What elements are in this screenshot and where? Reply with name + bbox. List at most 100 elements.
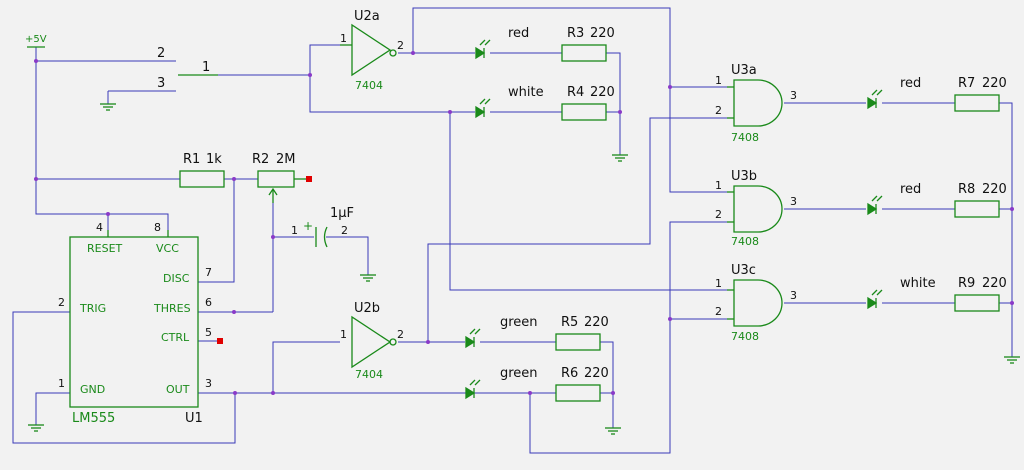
u2b-out-pin: 2 bbox=[397, 328, 404, 341]
r1-ref: R1 bbox=[183, 152, 200, 167]
wires bbox=[12, 7, 1013, 454]
u2b-ref: U2b bbox=[354, 301, 380, 316]
supply-label: +5V bbox=[25, 34, 47, 45]
pin-label-vcc: VCC bbox=[156, 242, 179, 255]
r1-value: 1k bbox=[206, 152, 222, 167]
pin-label-disc: DISC bbox=[163, 272, 190, 285]
led-u2b-green-2: green bbox=[465, 366, 538, 400]
switch-pin-b: 3 bbox=[157, 76, 165, 91]
junction-dots bbox=[34, 51, 1014, 395]
unconnected-marker bbox=[217, 338, 223, 344]
u2a-in-pin: 1 bbox=[340, 32, 347, 45]
u3c-ref: U3c bbox=[731, 263, 756, 278]
u3a-part: 7408 bbox=[731, 131, 759, 144]
u2a-ref: U2a bbox=[354, 9, 380, 24]
r8-ref: R8 bbox=[958, 182, 975, 197]
u3a-ref: U3a bbox=[731, 63, 757, 78]
r7-ref: R7 bbox=[958, 76, 975, 91]
resistor-r4: R4 220 bbox=[561, 85, 615, 121]
u3a-in2: 2 bbox=[715, 104, 722, 117]
pin-number-ctrl: 5 bbox=[205, 326, 212, 339]
capacitor-c1: 1µF + 1 2 bbox=[291, 206, 354, 248]
u3b-out: 3 bbox=[790, 195, 797, 208]
inverter-u2a: U2a 7404 1 2 bbox=[340, 9, 404, 92]
unconnected-marker bbox=[306, 176, 312, 182]
power-supply-symbol: +5V bbox=[25, 34, 47, 48]
r7-value: 220 bbox=[982, 76, 1007, 91]
u2a-out-pin: 2 bbox=[397, 39, 404, 52]
capacitor-pin2: 2 bbox=[341, 224, 348, 237]
r2-ref: R2 bbox=[252, 152, 269, 167]
pin-label-reset: RESET bbox=[87, 242, 123, 255]
r4-ref: R4 bbox=[567, 85, 584, 100]
resistor-r8: R8 220 bbox=[954, 182, 1007, 218]
u3b-ref: U3b bbox=[731, 169, 757, 184]
led-color-label: red bbox=[900, 76, 921, 91]
ground-icon bbox=[612, 154, 628, 162]
ground-icon bbox=[100, 103, 116, 111]
switch-common-pin: 1 bbox=[202, 60, 210, 75]
u3c-out: 3 bbox=[790, 289, 797, 302]
u3b-in2: 2 bbox=[715, 208, 722, 221]
r3-ref: R3 bbox=[567, 26, 584, 41]
r2-value: 2M bbox=[276, 152, 296, 167]
r6-ref: R6 bbox=[561, 366, 578, 381]
u3a-out: 3 bbox=[790, 89, 797, 102]
u3c-part: 7408 bbox=[731, 330, 759, 343]
potentiometer-r2: R2 2M bbox=[252, 152, 312, 203]
pin-number-gnd: 1 bbox=[58, 377, 65, 390]
pin-label-trig: TRIG bbox=[79, 302, 106, 315]
ground-icon bbox=[28, 424, 44, 432]
inverter-u2b: U2b 7404 1 2 bbox=[340, 301, 404, 381]
r8-value: 220 bbox=[982, 182, 1007, 197]
pin-number-reset: 4 bbox=[96, 221, 103, 234]
ground-icon bbox=[605, 427, 621, 435]
led-color-label: white bbox=[900, 276, 936, 291]
and-gate-u3c: U3c 7408 1 2 3 bbox=[715, 263, 797, 343]
resistor-r3: R3 220 bbox=[561, 26, 615, 62]
u2a-part: 7404 bbox=[355, 79, 383, 92]
resistor-r1: R1 1k bbox=[179, 152, 225, 188]
led-u2b-green-1: green bbox=[465, 315, 538, 349]
ground-icon bbox=[1004, 356, 1020, 364]
u2b-in-pin: 1 bbox=[340, 328, 347, 341]
capacitor-plus: + bbox=[303, 219, 313, 233]
led-u2a-white: white bbox=[475, 85, 544, 119]
pin-label-ctrl: CTRL bbox=[161, 331, 190, 344]
pin-number-out: 3 bbox=[205, 377, 212, 390]
u3c-in1: 1 bbox=[715, 277, 722, 290]
led-color-label: green bbox=[500, 366, 538, 381]
led-u3b-red: red bbox=[867, 182, 921, 216]
resistor-r9: R9 220 bbox=[954, 276, 1007, 312]
capacitor-value: 1µF bbox=[330, 206, 354, 221]
led-u3a-red: red bbox=[867, 76, 921, 110]
r5-ref: R5 bbox=[561, 315, 578, 330]
and-gate-u3b: U3b 7408 1 2 3 bbox=[715, 169, 797, 248]
pin-number-thres: 6 bbox=[205, 296, 212, 309]
led-color-label: green bbox=[500, 315, 538, 330]
resistor-r5: R5 220 bbox=[555, 315, 609, 351]
pin-number-vcc: 8 bbox=[154, 221, 161, 234]
led-u2a-red: red bbox=[475, 26, 529, 60]
resistor-r6: R6 220 bbox=[555, 366, 609, 402]
r9-value: 220 bbox=[982, 276, 1007, 291]
u2b-part: 7404 bbox=[355, 368, 383, 381]
pin-number-disc: 7 bbox=[205, 266, 212, 279]
r6-value: 220 bbox=[584, 366, 609, 381]
switch-pin-a: 2 bbox=[157, 46, 165, 61]
and-gate-u3a: U3a 7408 1 2 3 bbox=[715, 63, 797, 144]
pin-number-trig: 2 bbox=[58, 296, 65, 309]
u3c-in2: 2 bbox=[715, 305, 722, 318]
led-color-label: red bbox=[508, 26, 529, 41]
resistor-r7: R7 220 bbox=[954, 76, 1007, 112]
ground-icon bbox=[360, 274, 376, 282]
ground-symbols bbox=[28, 103, 1020, 435]
capacitor-pin1: 1 bbox=[291, 224, 298, 237]
led-color-label: white bbox=[508, 85, 544, 100]
pin-label-out: OUT bbox=[166, 383, 190, 396]
pin-label-thres: THRES bbox=[153, 302, 191, 315]
r9-ref: R9 bbox=[958, 276, 975, 291]
u3b-in1: 1 bbox=[715, 179, 722, 192]
r5-value: 220 bbox=[584, 315, 609, 330]
